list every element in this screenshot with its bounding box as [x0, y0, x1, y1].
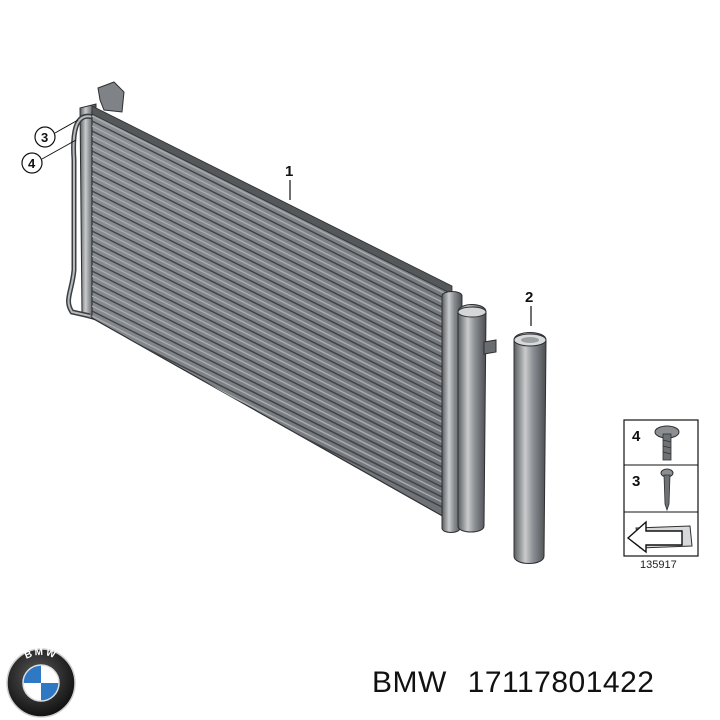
- callout-1: 1: [285, 163, 293, 200]
- legend-row-4-label: 4: [632, 428, 641, 445]
- fin-line: [92, 150, 450, 332]
- fin-line: [92, 300, 450, 482]
- fin-line: [92, 250, 450, 432]
- fin-line: [92, 205, 450, 387]
- svg-text:2: 2: [525, 289, 533, 306]
- fin-line: [92, 240, 450, 422]
- fin-line: [92, 160, 450, 342]
- fin-line: [92, 230, 450, 412]
- fin-line: [92, 245, 450, 427]
- fin-line: [92, 155, 450, 337]
- fin-line: [92, 295, 450, 477]
- condenser-top-bracket: [97, 81, 125, 113]
- fin-line: [92, 220, 450, 402]
- condenser: [66, 81, 497, 533]
- fin-line: [92, 265, 450, 447]
- diagram-number: 135917: [640, 559, 677, 571]
- fastener-legend: 4 3: [623, 419, 699, 557]
- svg-text:4: 4: [28, 156, 36, 171]
- fin-line: [92, 190, 450, 372]
- svg-text:BMW: BMW: [23, 647, 59, 662]
- fin-line: [92, 130, 450, 312]
- part-caption: BMW 17117801422: [372, 666, 654, 700]
- caption-brand: BMW: [372, 666, 447, 699]
- fin-line: [92, 115, 450, 297]
- fin-line: [92, 280, 450, 462]
- svg-text:1: 1: [285, 163, 293, 180]
- fin-line: [92, 140, 450, 322]
- fin-line: [92, 165, 450, 347]
- fin-line: [92, 120, 450, 302]
- callout-3: 3: [34, 119, 79, 148]
- callout-4: 4: [21, 139, 77, 174]
- fin-line: [92, 215, 450, 397]
- fin-line: [92, 315, 450, 497]
- fin-line: [92, 135, 450, 317]
- fin-line: [92, 225, 450, 407]
- fin-line: [92, 210, 450, 392]
- screw-3-icon: [660, 468, 674, 512]
- caption-part-number: 17117801422: [467, 666, 655, 699]
- condenser-fins: [92, 115, 450, 512]
- fin-line: [92, 260, 450, 442]
- callout-2: 2: [525, 289, 533, 326]
- fin-line: [92, 310, 450, 492]
- dryer-clip: [483, 339, 497, 355]
- screw-4-icon: [654, 425, 680, 461]
- fin-line: [92, 320, 450, 502]
- fin-line: [92, 255, 450, 437]
- legend-row-3-label: 3: [632, 473, 640, 490]
- fin-line: [92, 200, 450, 382]
- direction-arrow-icon: [626, 520, 693, 554]
- fin-line: [92, 305, 450, 487]
- fin-line: [92, 185, 450, 367]
- dryer-receiver-attached: [457, 304, 487, 533]
- fin-line: [92, 195, 450, 377]
- fin-line: [92, 125, 450, 307]
- fin-line: [92, 170, 450, 352]
- fin-line: [92, 290, 450, 472]
- bmw-logo: BMW: [6, 647, 76, 718]
- fin-line: [92, 285, 450, 467]
- fin-line: [92, 180, 450, 362]
- fin-line: [92, 275, 450, 457]
- fin-line: [92, 145, 450, 327]
- fin-line: [92, 270, 450, 452]
- fin-line: [92, 175, 450, 357]
- dryer-cartridge: [513, 332, 547, 564]
- svg-text:3: 3: [41, 130, 48, 145]
- fin-line: [92, 235, 450, 417]
